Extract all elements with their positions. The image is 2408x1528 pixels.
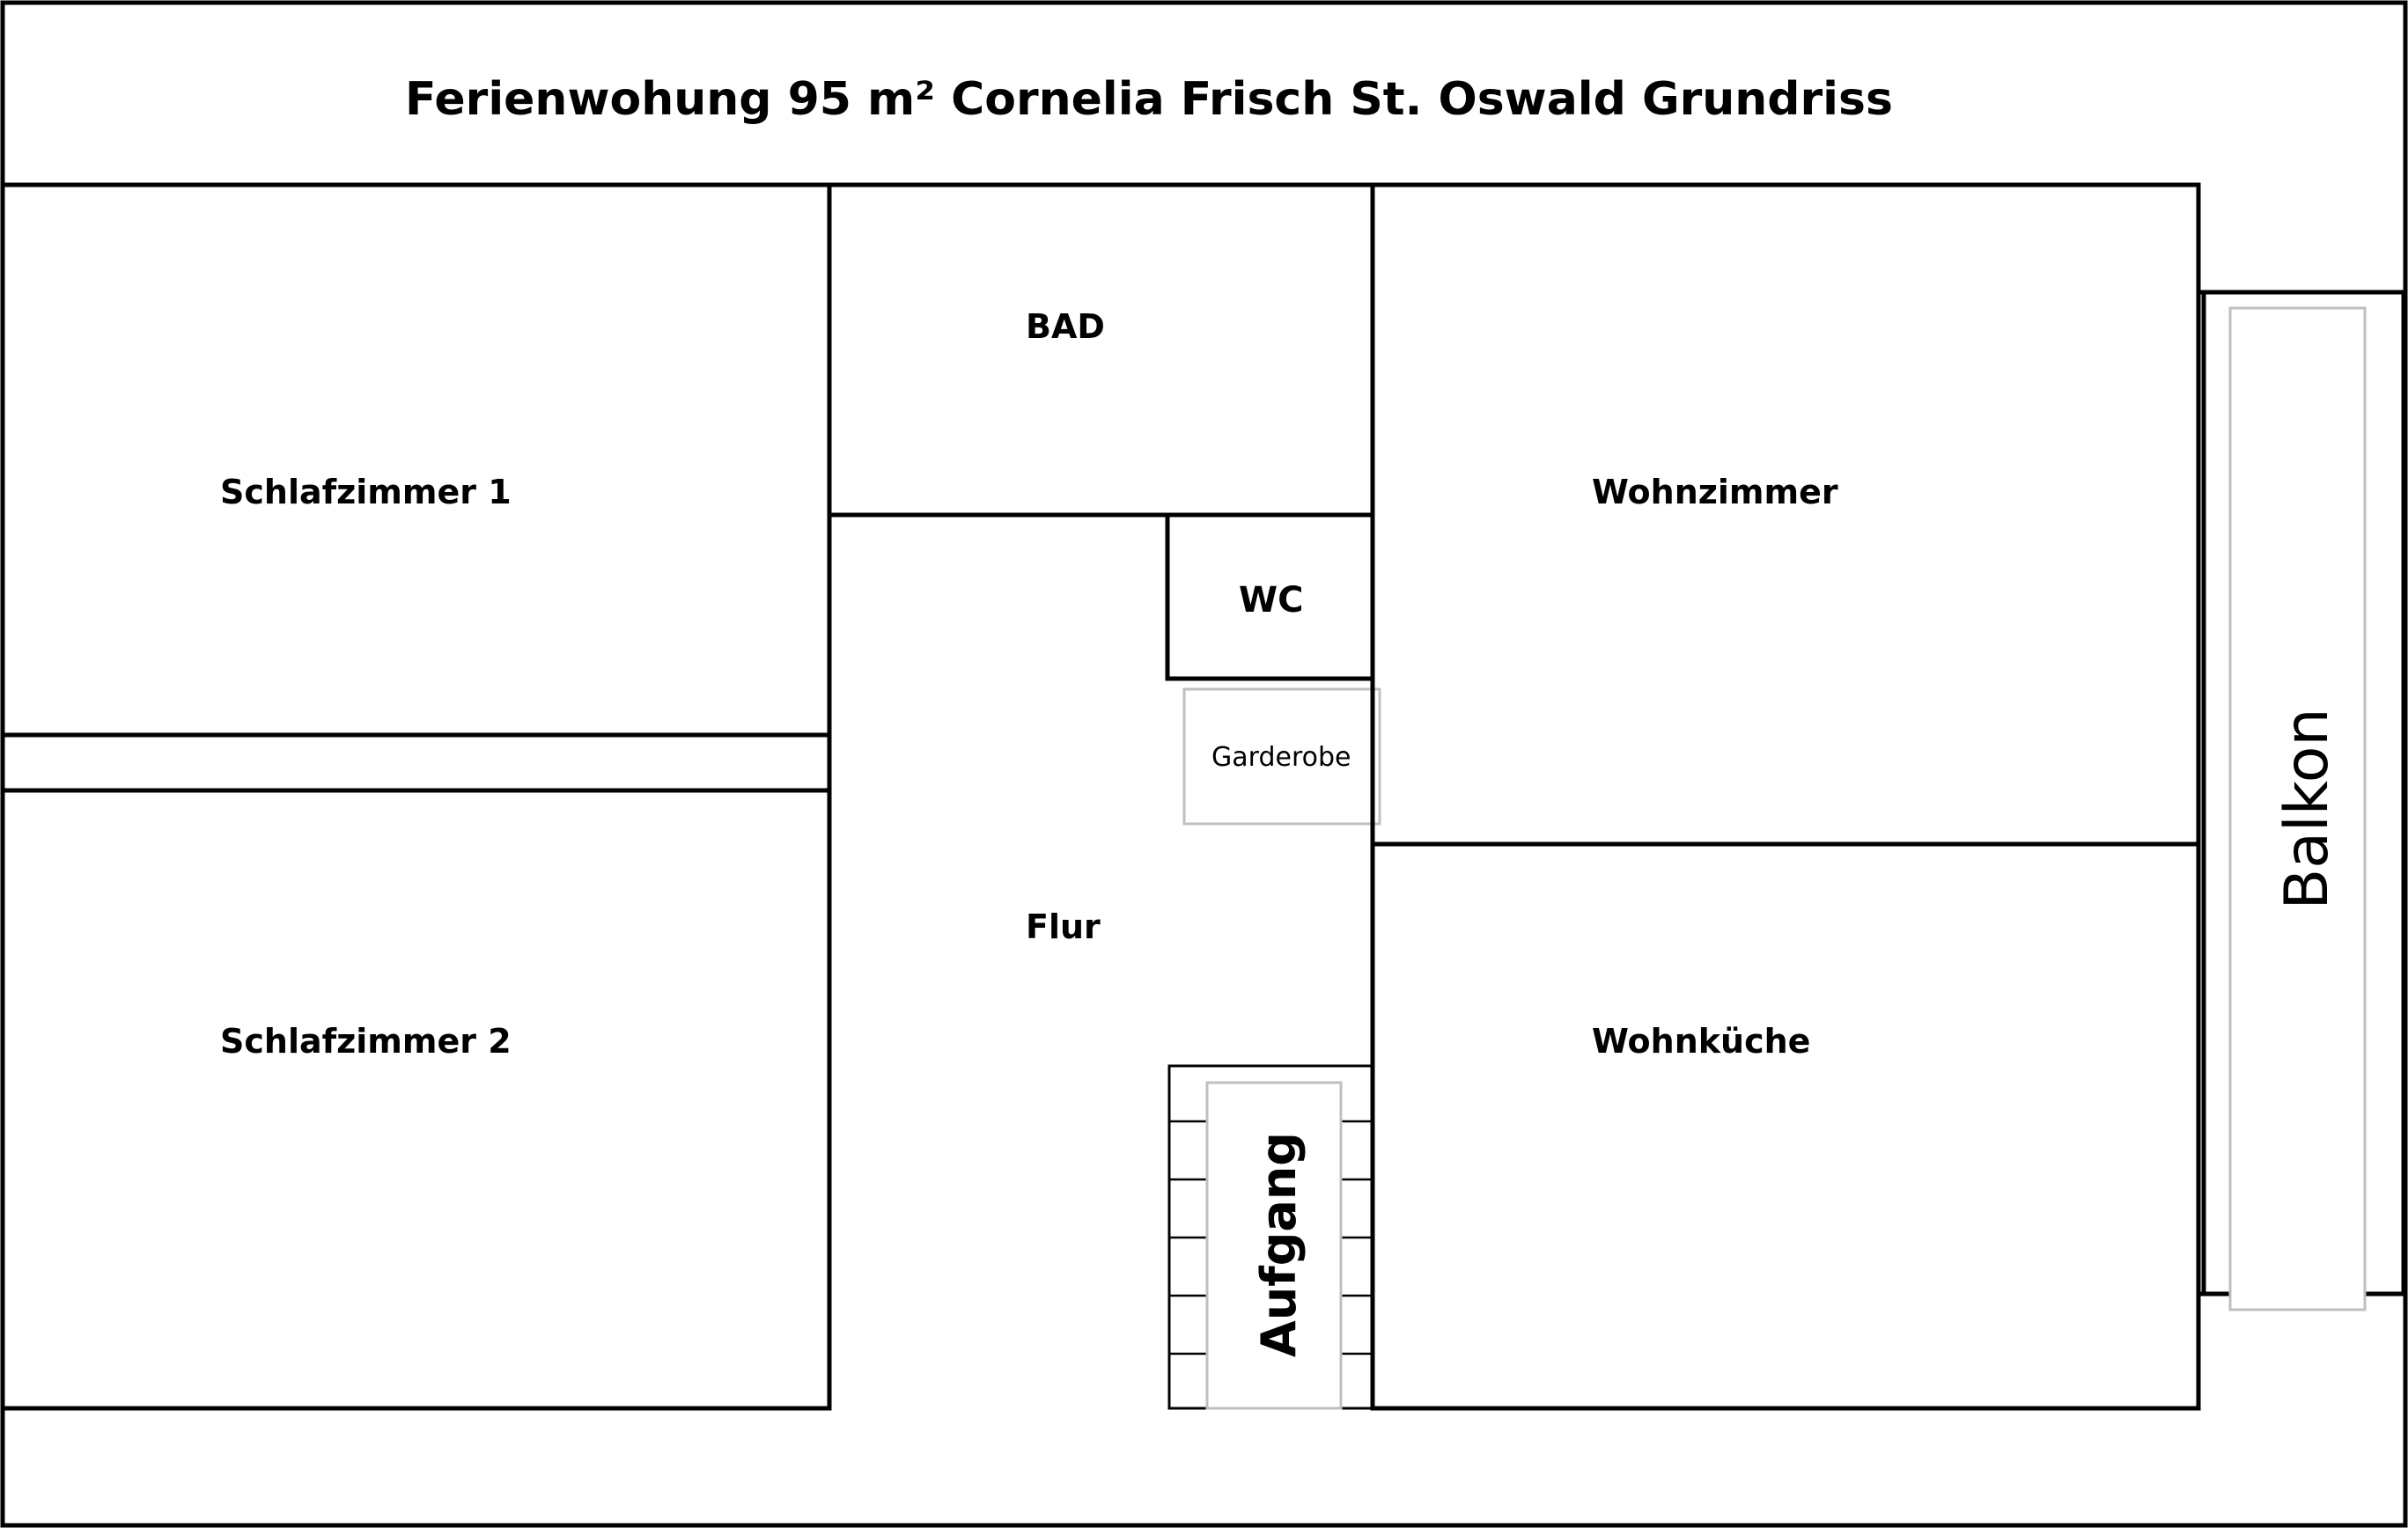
room-label-flur: Flur bbox=[1026, 907, 1101, 946]
room-label-wc: WC bbox=[1239, 580, 1303, 621]
room-label-schlafzimmer-1: Schlafzimmer 1 bbox=[220, 473, 512, 511]
room-label-wohnzimmer: Wohnzimmer bbox=[1592, 473, 1838, 511]
balkon-railing bbox=[2228, 306, 2367, 1311]
room-label-wohnkueche: Wohnküche bbox=[1592, 1022, 1810, 1061]
room-schlafzimmer-2 bbox=[0, 788, 832, 1411]
balkon-label: Balkon bbox=[2272, 709, 2342, 910]
plan-title: Ferienwohung 95 m² Cornelia Frisch St. O… bbox=[405, 73, 1893, 126]
stairs: Aufgang bbox=[1167, 1064, 1374, 1410]
room-schlafzimmer-1 bbox=[0, 182, 832, 738]
stairs-label: Aufgang bbox=[1251, 1132, 1307, 1357]
garderobe-label: Garderobe bbox=[1211, 742, 1351, 773]
room-wohnkueche bbox=[1370, 841, 2201, 1411]
garderobe-fixture bbox=[1182, 687, 1381, 826]
room-label-schlafzimmer-2: Schlafzimmer 2 bbox=[220, 1022, 512, 1061]
room-label-bad: BAD bbox=[1026, 307, 1105, 346]
room-bad bbox=[827, 182, 1375, 518]
room-wohnzimmer bbox=[1370, 182, 2201, 847]
stairs-landing bbox=[1205, 1081, 1343, 1410]
